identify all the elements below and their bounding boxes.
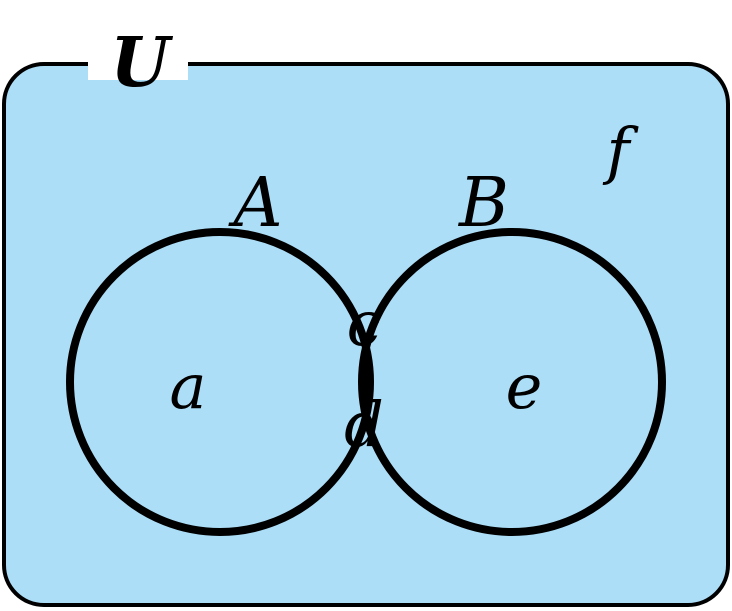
set-a-label: A	[227, 164, 282, 243]
set-b-label: B	[457, 164, 509, 243]
universe-label: U	[110, 23, 173, 103]
region-e-label: e	[506, 350, 543, 423]
region-d-label: d	[344, 388, 384, 461]
region-c-label: c	[347, 287, 382, 360]
region-a-label: a	[170, 350, 207, 423]
circle-b	[358, 228, 666, 536]
circle-a	[66, 228, 374, 536]
universe-label-gap	[88, 50, 188, 80]
set-a-label-gap	[190, 170, 308, 228]
set-b-label-gap	[428, 170, 534, 228]
